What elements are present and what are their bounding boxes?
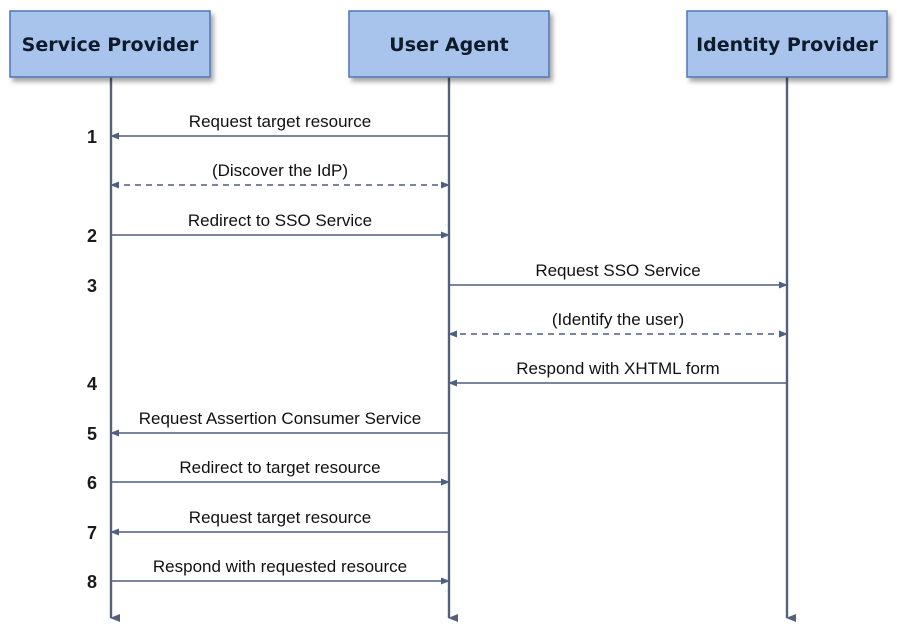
message-row: Respond with requested resource 8 — [87, 557, 450, 592]
message-row: Redirect to SSO Service 2 — [87, 211, 450, 246]
message-label: (Identify the user) — [552, 310, 684, 329]
step-number: 6 — [87, 473, 97, 493]
message-row: Request SSO Service 3 — [87, 261, 788, 296]
message-label: Request target resource — [189, 508, 371, 527]
participant-sp: Service Provider — [9, 10, 211, 78]
message-label: (Discover the IdP) — [212, 161, 348, 180]
message-row: (Discover the IdP) — [110, 161, 450, 189]
message-label: Request target resource — [189, 112, 371, 131]
step-number: 7 — [87, 523, 97, 543]
message-row: Request target resource 7 — [87, 508, 449, 543]
step-number: 5 — [87, 424, 97, 444]
message-label: Redirect to SSO Service — [188, 211, 372, 230]
message-label: Respond with XHTML form — [516, 359, 719, 378]
message-row: Request Assertion Consumer Service 5 — [87, 409, 449, 444]
step-number: 8 — [87, 572, 97, 592]
message-row: Redirect to target resource 6 — [87, 458, 450, 493]
participant-label-idp: Identity Provider — [696, 34, 878, 56]
participant-headers: Service Provider User Agent Identity Provi… — [9, 10, 888, 78]
participant-label-ua: User Agent — [389, 34, 508, 56]
message-row: Respond with XHTML form 4 — [87, 359, 787, 394]
message-label: Redirect to target resource — [179, 458, 380, 477]
messages: Request target resource 1 (Discover the Id… — [87, 112, 788, 592]
lifelines — [109, 77, 796, 622]
participant-idp: Identity Provider — [686, 10, 888, 78]
participant-label-sp: Service Provider — [22, 34, 199, 56]
step-number: 1 — [87, 127, 97, 147]
participant-box-ua — [348, 10, 550, 78]
step-number: 3 — [87, 276, 97, 296]
message-label: Request SSO Service — [535, 261, 700, 280]
message-label: Respond with requested resource — [153, 557, 407, 576]
participant-box-idp — [686, 10, 888, 78]
participant-box-sp — [9, 10, 211, 78]
step-number: 4 — [87, 374, 97, 394]
message-row: Request target resource 1 — [87, 112, 449, 147]
message-row: (Identify the user) — [448, 310, 788, 338]
participant-ua: User Agent — [348, 10, 550, 78]
message-label: Request Assertion Consumer Service — [139, 409, 422, 428]
step-number: 2 — [87, 226, 97, 246]
